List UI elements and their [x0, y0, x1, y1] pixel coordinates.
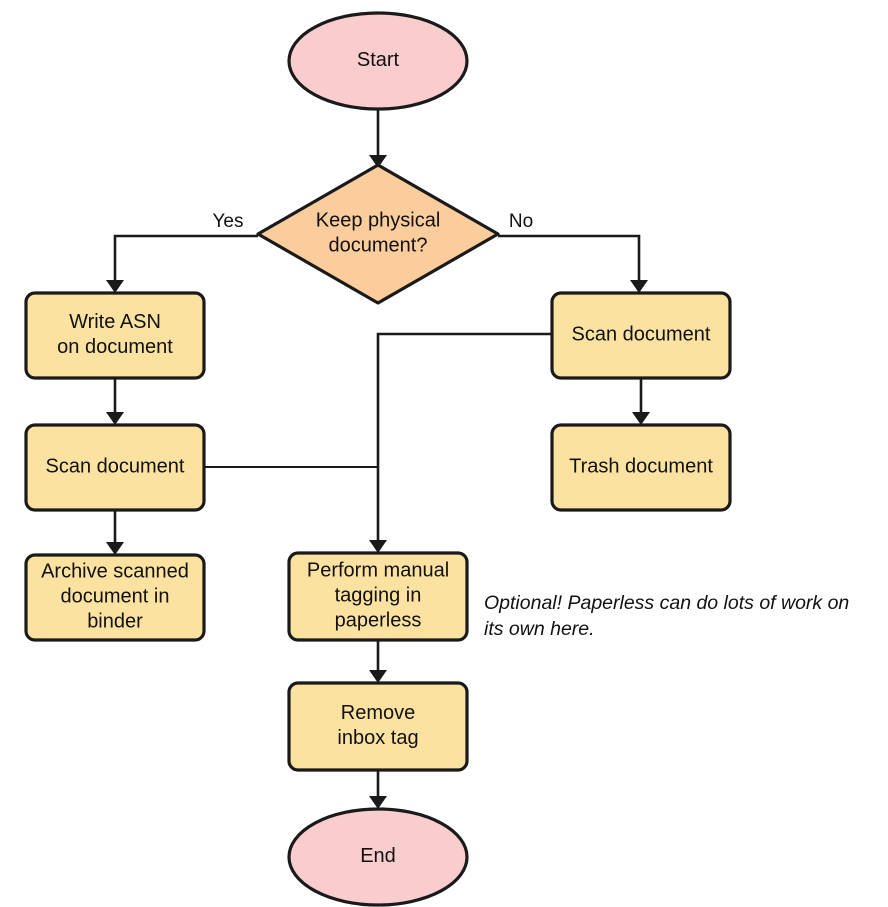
node-scan-document-right[interactable]: Scan document	[550, 291, 732, 380]
node-trash-document[interactable]: Trash document	[550, 423, 732, 512]
annotation-optional-note: Optional! Paperless can do lots of work …	[484, 592, 849, 640]
edge-start-to-decision	[369, 109, 387, 168]
edge-write-asn-to-scan-left	[106, 378, 124, 425]
node-end[interactable]: End	[287, 807, 469, 907]
edge-label-decision-yes-to-write-asn: Yes	[213, 211, 244, 232]
edge-decision-no-to-scan-right	[498, 234, 648, 293]
edges-layer	[106, 109, 650, 809]
edge-manual-tagging-to-remove-inbox-tag	[369, 640, 387, 683]
node-scan-document-left[interactable]: Scan document	[24, 423, 206, 512]
edge-scan-left-to-archive	[106, 510, 124, 555]
annotations-layer: Optional! Paperless can do lots of work …	[484, 592, 849, 640]
edge-scan-right-to-manual-tagging	[369, 332, 552, 553]
edge-labels-layer: Yes No	[213, 211, 534, 232]
edge-label-decision-no-to-scan-right: No	[509, 211, 533, 232]
edge-scan-right-to-trash	[632, 378, 650, 425]
edge-decision-yes-to-write-asn	[106, 234, 258, 293]
node-start[interactable]: Start	[287, 11, 469, 111]
edge-remove-inbox-tag-to-end	[369, 770, 387, 809]
